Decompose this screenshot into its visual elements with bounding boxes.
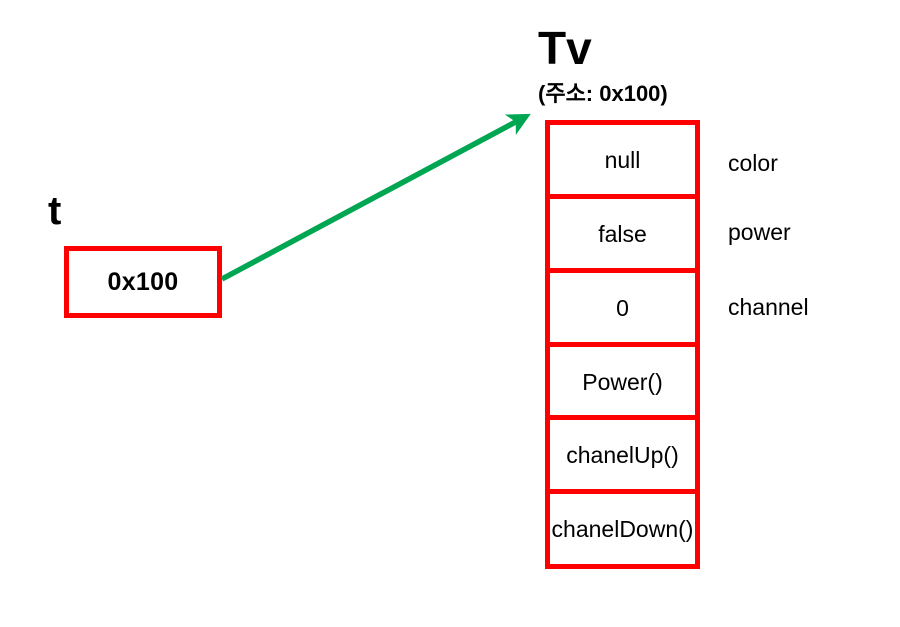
member-field-label: power <box>728 219 791 245</box>
member-field-label: channel <box>728 294 809 320</box>
member-cell: chanelDown() <box>545 489 700 569</box>
member-value-text: chanelDown() <box>551 515 694 542</box>
member-value-text: null <box>604 146 641 173</box>
variable-value-text: 0x100 <box>107 267 179 296</box>
member-cell: chanelUp() <box>545 415 700 495</box>
variable-name-label: t <box>48 189 62 233</box>
member-value-text: Power() <box>582 368 663 395</box>
member-value-text: chanelUp() <box>566 441 679 468</box>
member-cell: false <box>545 194 700 274</box>
member-cell: null <box>545 120 700 200</box>
object-member-column: null false 0 Power() chanelUp() chanelDo… <box>545 120 700 569</box>
member-value-text: false <box>598 220 647 247</box>
member-field-label: color <box>728 150 778 176</box>
member-cell: Power() <box>545 342 700 422</box>
member-cell: 0 <box>545 268 700 348</box>
member-value-text: 0 <box>616 294 629 321</box>
variable-value-box: 0x100 <box>64 246 222 318</box>
object-address-caption: (주소: 0x100) <box>538 81 668 106</box>
object-title: Tv <box>538 22 592 74</box>
